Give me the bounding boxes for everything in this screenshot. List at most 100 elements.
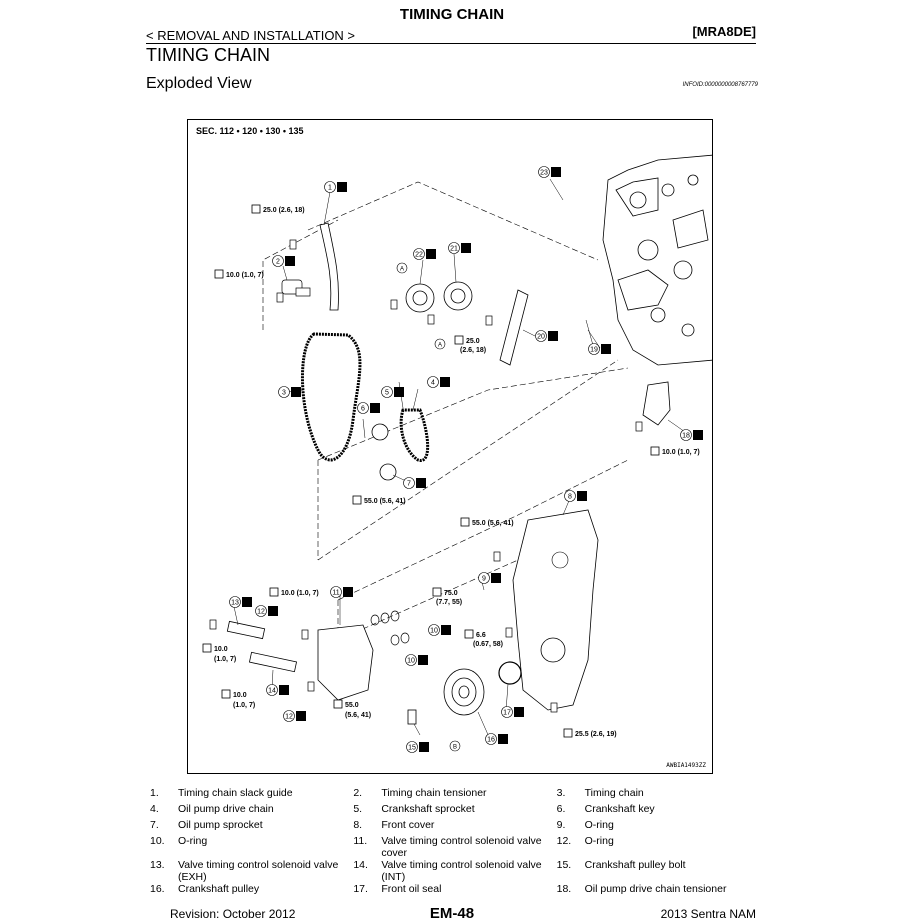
svg-text:23: 23 <box>540 170 548 177</box>
legend-item: 3.Timing chain <box>557 787 760 799</box>
torque-group: 25.0 (2.6, 18)10.0 (1.0, 7)25.0(2.6, 18)… <box>202 204 700 738</box>
legend-number: 1. <box>150 787 159 799</box>
replace-part-icon <box>418 655 428 665</box>
torque-spec: 10.0 <box>233 692 247 699</box>
replace-part-icon <box>419 742 429 752</box>
replace-part-icon <box>601 344 611 354</box>
callout-12: 12 <box>283 710 306 722</box>
engine-code: [MRA8DE] <box>692 24 756 39</box>
callout-20: 20 <box>535 330 558 342</box>
torque-spec: (1.0, 7) <box>233 702 255 709</box>
svg-text:12: 12 <box>257 609 265 616</box>
torque-spec: (7.7, 55) <box>436 599 462 606</box>
legend-text: Front cover <box>381 819 435 831</box>
svg-text:4: 4 <box>431 380 435 387</box>
legend-text: Front oil seal <box>381 883 442 895</box>
legend-item: 17.Front oil seal <box>353 883 556 895</box>
legend-number: 2. <box>353 787 363 799</box>
bolts <box>209 239 643 713</box>
header-title: TIMING CHAIN <box>399 6 505 23</box>
torque-spec: 10.0 (1.0, 7) <box>281 590 319 597</box>
torque-wrench-icon <box>352 495 362 505</box>
torque-wrench-icon <box>221 689 231 699</box>
legend-text: Oil pump drive chain <box>178 803 274 815</box>
svg-text:10: 10 <box>430 628 438 635</box>
legend-number: 11. <box>353 835 368 847</box>
legend-text: Valve timing control solenoid valve (INT… <box>381 859 542 883</box>
page-number: EM-48 <box>429 905 475 922</box>
torque-spec: 25.0 <box>466 338 480 345</box>
legend-item: 13.Valve timing control solenoid valve (… <box>150 859 353 883</box>
torque-spec: 55.0 <box>345 702 359 709</box>
callout-22: 22 <box>413 248 436 260</box>
callout-23: 23 <box>538 166 561 178</box>
header-rule <box>146 43 756 44</box>
replace-part-icon <box>291 387 301 397</box>
torque-wrench-icon <box>269 587 279 597</box>
legend-row: 1. Timing chain slack guide 2. Timing chain… <box>150 787 760 803</box>
callout-10: 10 <box>405 654 428 666</box>
legend-item: 18.Oil pump drive chain tensioner <box>557 883 760 895</box>
callout-2: 2 <box>272 255 295 267</box>
torque-spec: (1.0, 7) <box>214 656 236 663</box>
legend-text: O-ring <box>584 835 614 847</box>
crank-pulley-shape <box>443 668 485 716</box>
legend-number: 12. <box>556 835 572 847</box>
legend-text: Crankshaft pulley bolt <box>584 859 686 871</box>
legend-item: 12. O-ring <box>557 835 760 847</box>
info-id: INFOID:0000000008767779 <box>682 82 758 88</box>
page-title: TIMING CHAIN <box>146 45 270 65</box>
solenoid-exh-shape <box>226 620 266 640</box>
legend-text: Timing chain tensioner <box>381 787 487 799</box>
callout-5: 5 <box>381 386 404 398</box>
svg-text:A: A <box>400 267 404 273</box>
callout-21: 21 <box>448 242 471 254</box>
legend-item: 15.Crankshaft pulley bolt <box>557 859 760 871</box>
torque-wrench-icon <box>464 629 474 639</box>
legend-text: Crankshaft key <box>584 803 655 815</box>
callout-19: 19 <box>588 343 611 355</box>
replace-part-icon <box>268 606 278 616</box>
legend-item: 4.Oil pump drive chain <box>150 803 353 815</box>
callout-15: 15 <box>406 741 429 753</box>
front-oil-seal-shape <box>498 661 522 685</box>
callout-10: 10 <box>428 624 451 636</box>
legend-text: Timing chain slack guide <box>178 787 293 799</box>
replace-part-icon <box>461 243 471 253</box>
pulley-bolt-shape <box>407 709 417 725</box>
front-cover-bore <box>540 637 566 663</box>
svg-text:6: 6 <box>361 406 365 413</box>
legend-number: 7. <box>150 819 159 831</box>
timing-chain-shape <box>301 332 362 462</box>
replace-part-icon <box>394 387 404 397</box>
diagram-drawing: 1234567891011121314151617181920212223101… <box>202 154 712 753</box>
replace-part-icon <box>693 430 703 440</box>
legend-number: 18. <box>556 883 572 895</box>
subtitle: Exploded View <box>146 75 252 92</box>
callout-8: 8 <box>564 490 587 502</box>
legend-number: 6. <box>556 803 566 815</box>
svg-text:1: 1 <box>328 185 332 192</box>
legend-item: 14. Valve timing control solenoid valve … <box>353 859 556 883</box>
svg-text:2: 2 <box>276 259 280 266</box>
chain-guide-shape <box>499 289 529 366</box>
callout-12: 12 <box>255 605 278 617</box>
torque-wrench-icon <box>202 643 212 653</box>
svg-text:19: 19 <box>590 347 598 354</box>
torque-spec: 10.0 (1.0, 7) <box>226 272 264 279</box>
replace-part-icon <box>551 167 561 177</box>
solenoid-cover-shape <box>317 624 374 701</box>
legend-number: 14. <box>353 859 368 871</box>
legend-text: Oil pump sprocket <box>178 819 263 831</box>
oil-pump-chain-shape <box>399 408 430 462</box>
torque-spec: 25.5 (2.6, 19) <box>575 731 617 738</box>
legend-number: 8. <box>353 819 363 831</box>
legend-number: 3. <box>556 787 566 799</box>
mark-a-2: A <box>434 338 446 350</box>
crank-sprocket-shape <box>371 423 389 441</box>
callout-17: 17 <box>501 706 524 718</box>
